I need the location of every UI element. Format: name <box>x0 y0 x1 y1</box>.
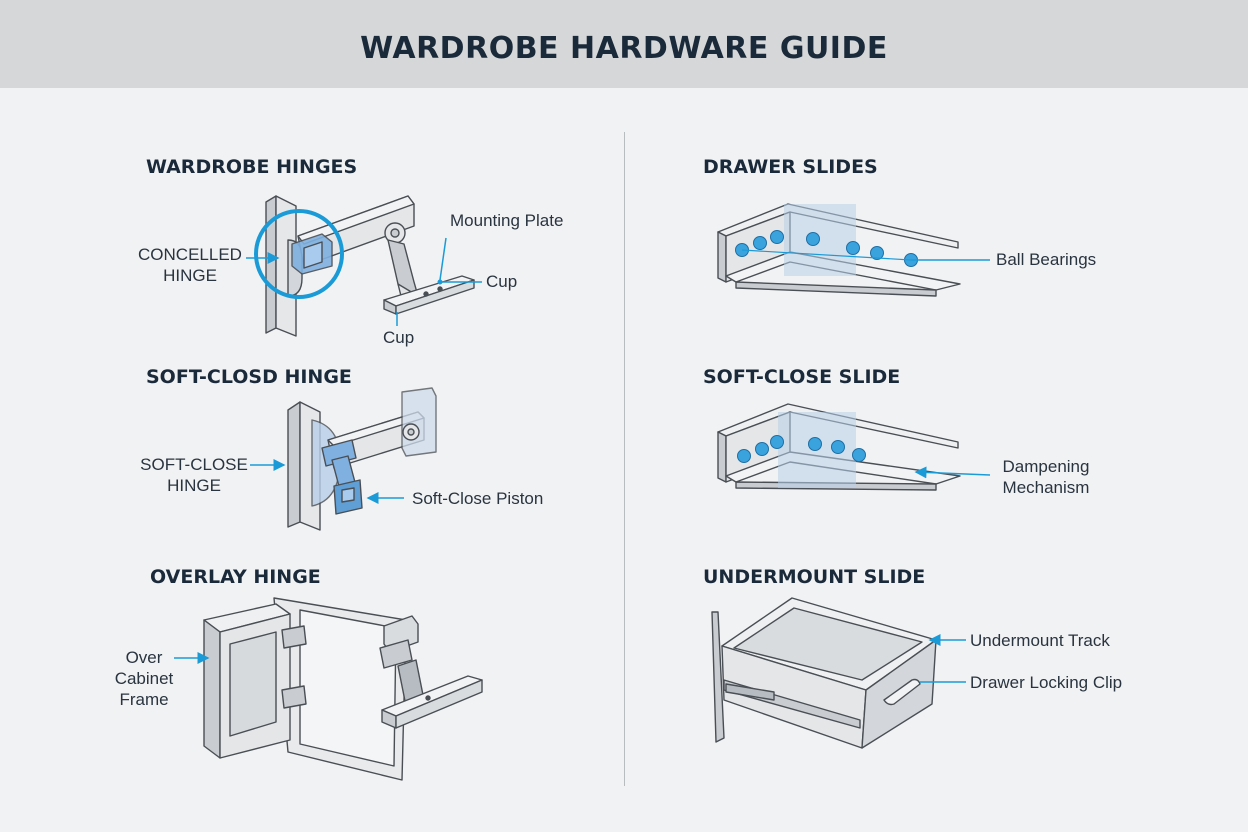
label-soft-close-hinge: SOFT-CLOSE HINGE <box>140 455 248 495</box>
label-mounting-plate: Mounting Plate <box>450 211 564 230</box>
undermount-drawer-drawing <box>711 597 937 749</box>
label-ball-bearings: Ball Bearings <box>996 250 1097 269</box>
label-cup-bottom: Cup <box>383 328 415 347</box>
drawer-slide-drawing <box>717 203 961 297</box>
label-cup-right: Cup <box>486 272 518 291</box>
soft-close-hinge-drawing <box>287 387 437 531</box>
concealed-hinge-drawing <box>265 195 475 337</box>
column-divider <box>624 132 625 786</box>
label-dampening-mechanism: Dampening Mechanism <box>1002 457 1090 497</box>
header-bar <box>0 0 1248 88</box>
heading-drawer-slides: DRAWER SLIDES <box>703 156 878 178</box>
heading-wardrobe-hinges: WARDROBE HINGES <box>146 156 358 178</box>
label-concealed-hinge: CONCELLED HINGE <box>138 245 242 285</box>
heading-overlay-hinge: OVERLAY HINGE <box>150 566 321 588</box>
heading-soft-close-hinge: SOFT-CLOSD HINGE <box>146 366 352 388</box>
heading-soft-close-slide: SOFT-CLOSE SLIDE <box>703 366 901 388</box>
overlay-hinge-drawing <box>203 597 483 781</box>
label-drawer-locking-clip: Drawer Locking Clip <box>970 673 1123 692</box>
page-title: WARDROBE HARDWARE GUIDE <box>360 31 888 66</box>
soft-close-slide-bearings <box>737 435 866 463</box>
label-over-cabinet-frame: Over Cabinet Frame <box>114 648 174 709</box>
label-soft-close-piston: Soft-Close Piston <box>412 489 544 508</box>
label-undermount-track: Undermount Track <box>970 631 1110 650</box>
heading-undermount-slide: UNDERMOUNT SLIDE <box>703 566 926 588</box>
